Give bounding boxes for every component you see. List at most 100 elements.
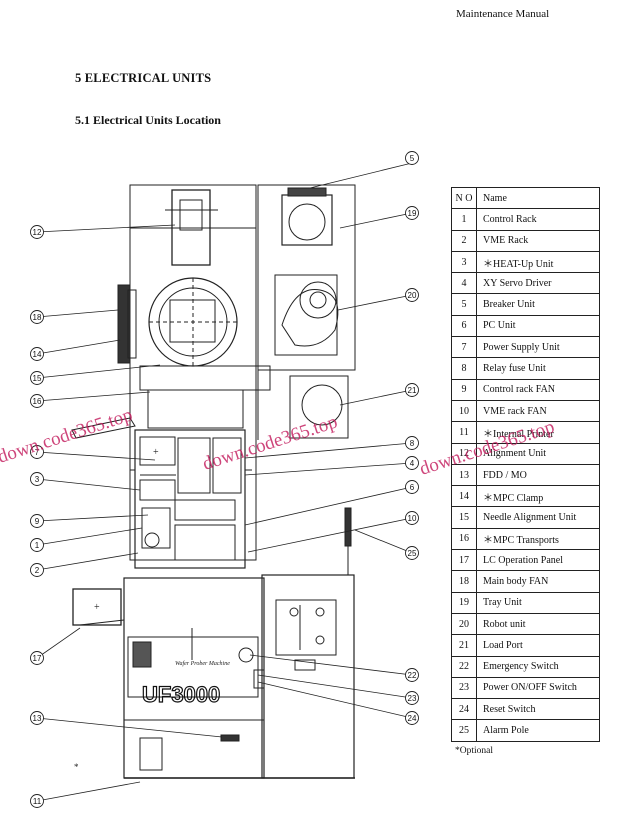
row-name: Relay fuse Unit <box>476 357 600 380</box>
machine-lower <box>123 577 265 779</box>
small-mark: * <box>74 762 79 772</box>
callouts <box>36 162 413 802</box>
row-name: Load Port <box>476 634 600 657</box>
row-no: 17 <box>451 549 477 572</box>
row-name: Emergency Switch <box>476 655 600 678</box>
row-no: 2 <box>451 229 477 252</box>
alignment-unit <box>171 189 211 266</box>
callout-7: 7 <box>35 448 40 457</box>
row-no: 7 <box>451 336 477 359</box>
callout-5: 5 <box>410 154 415 163</box>
load-port-lower <box>261 574 355 779</box>
callout-22: 22 <box>408 671 417 680</box>
row-name: Control Rack <box>476 208 600 231</box>
machine-label: Wafer Prober Machine <box>175 660 230 667</box>
table-row: 14＊MPC Clamp <box>451 485 600 508</box>
row-no: 3 <box>451 250 477 274</box>
svg-text:+: + <box>153 447 159 458</box>
row-no: 5 <box>451 293 477 316</box>
optional-note: *Optional <box>455 746 493 756</box>
watermark-overlay: down.code365.top <box>420 416 557 479</box>
row-no: 22 <box>451 655 477 678</box>
row-no: 25 <box>451 719 477 742</box>
table-row: 11＊Internal Printer <box>451 421 600 444</box>
callout-13: 13 <box>33 714 42 723</box>
row-no: 16 <box>451 527 477 551</box>
alarm-pole <box>344 507 352 547</box>
row-no: 21 <box>451 634 477 657</box>
row-name: ＊HEAT-Up Unit <box>476 250 600 274</box>
table-header-row: N O Name <box>451 186 600 210</box>
row-no: 19 <box>451 591 477 614</box>
callout-12: 12 <box>33 228 42 237</box>
machine-logo: UF3000 <box>142 682 220 707</box>
callout-9: 9 <box>35 517 40 526</box>
row-name: Breaker Unit <box>476 293 600 316</box>
main-body-upper <box>129 184 257 561</box>
section-title: 5 ELECTRICAL UNITS <box>75 71 212 85</box>
col-no-header: N O <box>451 186 477 210</box>
main-body-fan <box>117 284 131 364</box>
callout-16: 16 <box>33 397 42 406</box>
callout-8: 8 <box>410 439 415 448</box>
row-name: ＊MPC Transports <box>476 527 600 551</box>
watermark-3: down.code365.top <box>420 416 557 479</box>
table-row: 16＊MPC Transports <box>451 527 600 551</box>
row-no: 6 <box>451 314 477 338</box>
callout-10: 10 <box>408 514 417 523</box>
row-no: 18 <box>451 570 477 593</box>
callout-11: 11 <box>33 797 42 806</box>
robot-unit <box>274 274 338 356</box>
callout-25: 25 <box>408 549 417 558</box>
row-no: 1 <box>451 208 477 231</box>
row-name: XY Servo Driver <box>476 272 600 295</box>
row-name: Tray Unit <box>476 591 600 614</box>
row-name: Main body FAN <box>476 570 600 593</box>
table-row: 3＊HEAT-Up Unit <box>451 250 600 274</box>
callout-17: 17 <box>33 654 42 663</box>
row-no: 8 <box>451 357 477 380</box>
lc-operation-panel <box>72 588 122 626</box>
callout-21: 21 <box>408 386 417 395</box>
callout-15: 15 <box>33 374 42 383</box>
row-name: Power Supply Unit <box>476 336 600 359</box>
row-no: 23 <box>451 676 477 700</box>
row-no: 4 <box>451 272 477 295</box>
load-port <box>289 375 349 439</box>
col-name-header: Name <box>476 186 600 210</box>
callout-20: 20 <box>408 291 417 300</box>
row-name: Reset Switch <box>476 698 600 721</box>
row-no: 20 <box>451 612 477 636</box>
row-name: LC Operation Panel <box>476 549 600 572</box>
row-name: Needle Alignment Unit <box>476 506 600 529</box>
row-name: Power ON/OFF Switch <box>476 676 600 700</box>
callout-badges <box>30 151 419 808</box>
section-subtitle: 5.1 Electrical Units Location <box>75 113 221 127</box>
callout-2: 2 <box>35 566 40 575</box>
manual-header: Maintenance Manual <box>456 8 550 20</box>
callout-3: 3 <box>35 475 40 484</box>
callout-6: 6 <box>410 483 415 492</box>
callout-14: 14 <box>33 350 42 359</box>
row-name: PC Unit <box>476 314 600 338</box>
control-rack-area <box>134 429 246 569</box>
row-no: 24 <box>451 698 477 721</box>
